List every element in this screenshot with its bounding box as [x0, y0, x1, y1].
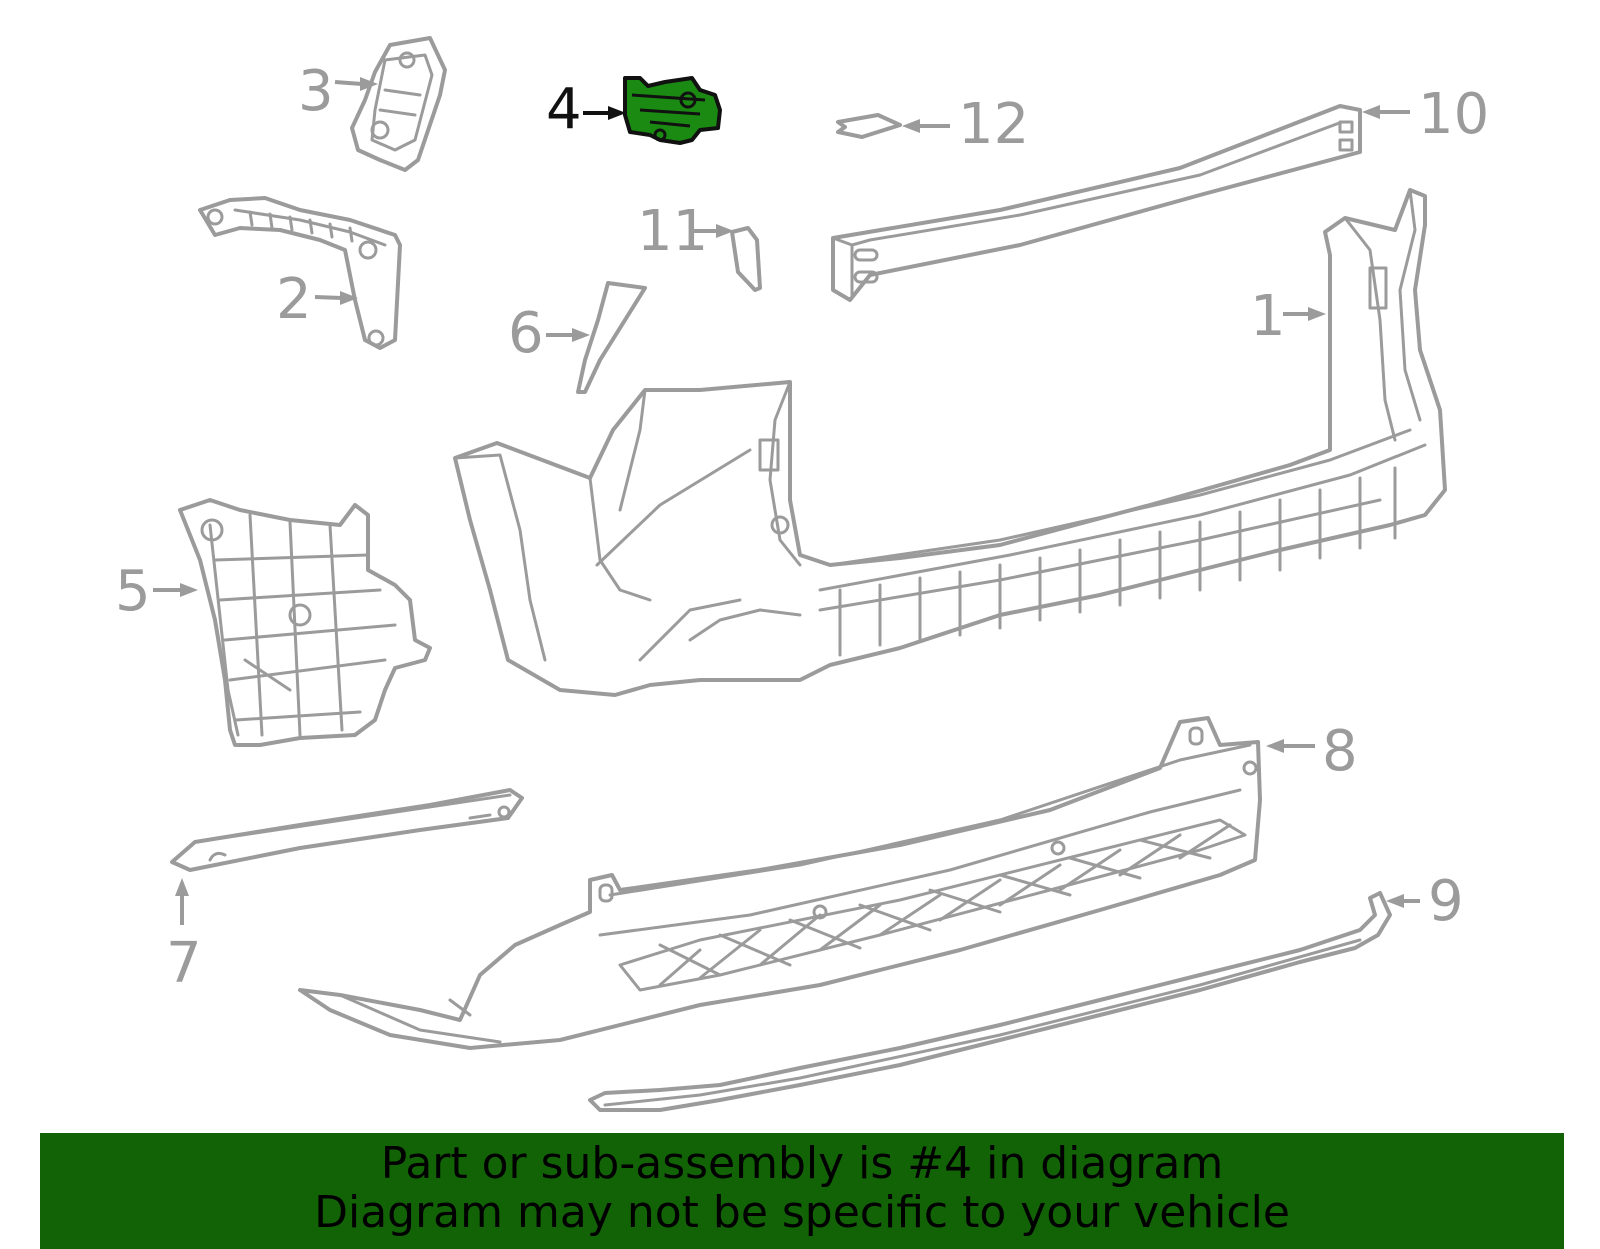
callout-10-label: 10 — [1418, 82, 1489, 147]
part-5-splash-shield-icon[interactable] — [178, 498, 432, 747]
callout-10: 10 — [1362, 82, 1489, 147]
info-banner: Part or sub-assembly is #4 in diagram Di… — [40, 1133, 1564, 1249]
callout-1-label: 1 — [1250, 284, 1286, 349]
banner-line-2: Diagram may not be specific to your vehi… — [314, 1187, 1290, 1238]
banner-line-1: Part or sub-assembly is #4 in diagram — [380, 1138, 1224, 1189]
callout-11: 11 — [637, 199, 734, 264]
part-11-pad-icon[interactable] — [730, 226, 762, 292]
part-1-bumper-cover-icon[interactable] — [453, 188, 1447, 697]
callout-9: 9 — [1386, 869, 1464, 934]
part-3-mount-bracket-icon[interactable] — [350, 36, 447, 172]
callout-2: 2 — [276, 267, 358, 332]
callout-7-label: 7 — [166, 931, 202, 996]
callout-7: 7 — [166, 878, 202, 996]
callout-4: 4 — [546, 77, 626, 142]
part-10-reinforcement-beam-icon[interactable] — [831, 104, 1362, 302]
part-6-trim-strip-icon[interactable] — [576, 281, 647, 394]
callout-3: 3 — [298, 59, 378, 124]
part-7-reflector-icon[interactable] — [170, 788, 524, 872]
callout-8: 8 — [1266, 719, 1358, 784]
callout-9-label: 9 — [1428, 869, 1464, 934]
callout-5-label: 5 — [115, 559, 151, 624]
callout-5: 5 — [115, 559, 198, 624]
callout-12-label: 12 — [958, 92, 1029, 157]
part-2-side-bracket-icon[interactable] — [198, 196, 402, 350]
part-4-sensor-bracket-icon[interactable] — [623, 76, 722, 145]
callout-12: 12 — [902, 92, 1029, 157]
part-9-lower-molding-icon[interactable] — [588, 891, 1392, 1112]
callout-8-label: 8 — [1322, 719, 1358, 784]
callout-3-label: 3 — [298, 59, 334, 124]
callout-1: 1 — [1250, 284, 1326, 349]
callout-2-label: 2 — [276, 267, 312, 332]
callout-4-label: 4 — [546, 77, 582, 142]
callout-6: 6 — [508, 301, 590, 366]
callout-6-label: 6 — [508, 301, 544, 366]
part-12-label-icon[interactable] — [836, 113, 902, 139]
part-8-lower-valance-icon[interactable] — [298, 716, 1262, 1050]
